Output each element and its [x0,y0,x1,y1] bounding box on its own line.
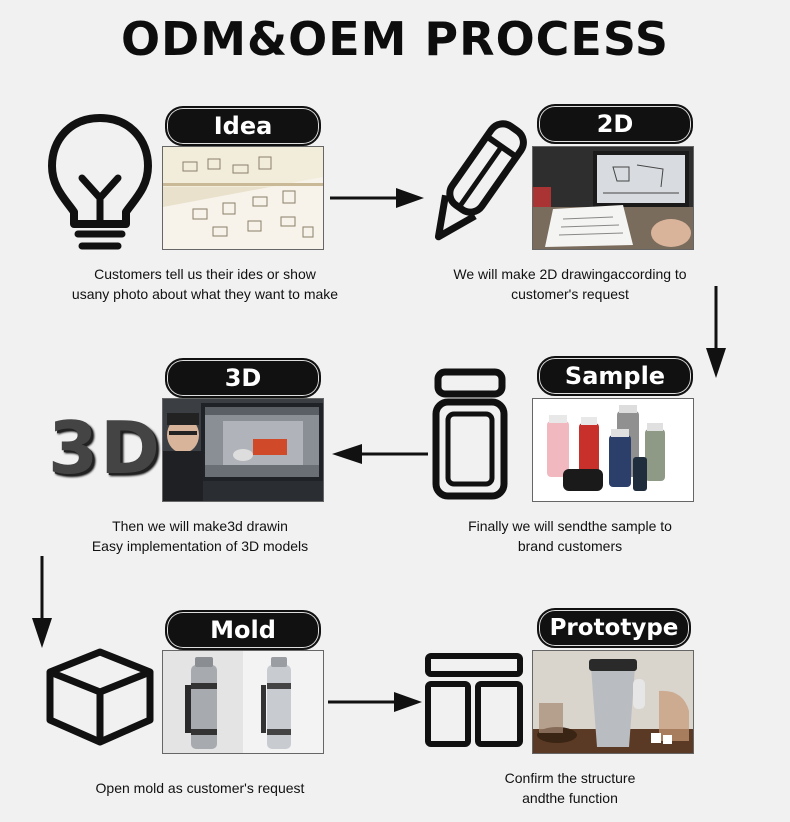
step-label-idea: Idea [165,106,321,146]
idea-caption-line1: Customers tell us their ides or show [94,266,316,282]
drawing-caption-line2: customer's request [511,286,629,302]
step-label-prototype: Prototype [537,608,691,648]
sample-caption-line1: Finally we will sendthe sample to [468,518,672,534]
drawing-caption-line1: We will make 2D drawingaccording to [453,266,687,282]
sample-photo [532,398,694,502]
arrow-down-icon [32,556,52,648]
tumblers-image [533,399,693,501]
prototype-caption-line1: Confirm the structure [504,770,636,786]
prototype-caption-line2: andthe function [522,790,618,806]
drawing-caption: We will make 2D drawingaccording to cust… [420,264,720,304]
3d-caption-line2: Easy implementation of 3D models [91,538,309,554]
arrow-down-icon [706,286,726,378]
arrow-right-icon [328,692,422,712]
travel-mug-image [533,651,693,753]
step-label-3d: 3D [165,358,321,398]
arrow-right-icon [330,188,424,208]
idea-caption: Customers tell us their ides or show usa… [40,264,370,304]
step-label-mold: Mold [165,610,321,650]
mold-caption-line1: Open mold as customer's request [95,780,305,796]
idea-caption-line2: usany photo about what they want to make [71,286,339,302]
3d-photo [162,398,324,502]
pencil-icon [434,120,527,241]
lightbulb-icon [48,114,152,250]
box-icon [46,648,154,746]
page-title: ODM&OEM PROCESS [120,12,670,66]
step-label-2d-drawing: 2D Drawing [537,104,693,174]
step-label-sample: Sample [537,356,693,396]
3d-caption: Then we will make3d drawin Easy implemen… [40,516,360,556]
layout-icon [425,653,523,747]
sample-caption: Finally we will sendthe sample to brand … [440,516,700,556]
mold-caption: Open mold as customer's request [40,778,360,798]
desk-computer-image [533,147,693,249]
sample-caption-line2: brand customers [517,538,623,554]
prototype-photo [532,650,694,754]
idea-photo [162,146,324,250]
jar-icon [432,368,508,500]
sketch-paper-image [163,147,323,249]
3d-text-icon: 3D [48,406,162,490]
3d-caption-line1: Then we will make3d drawin [112,518,288,534]
mold-photo [162,650,324,754]
3d-modeling-image [163,399,323,501]
arrow-left-icon [332,444,428,464]
drawing-photo [532,146,694,250]
thermos-image [163,651,323,753]
prototype-caption: Confirm the structure andthe function [450,768,690,808]
